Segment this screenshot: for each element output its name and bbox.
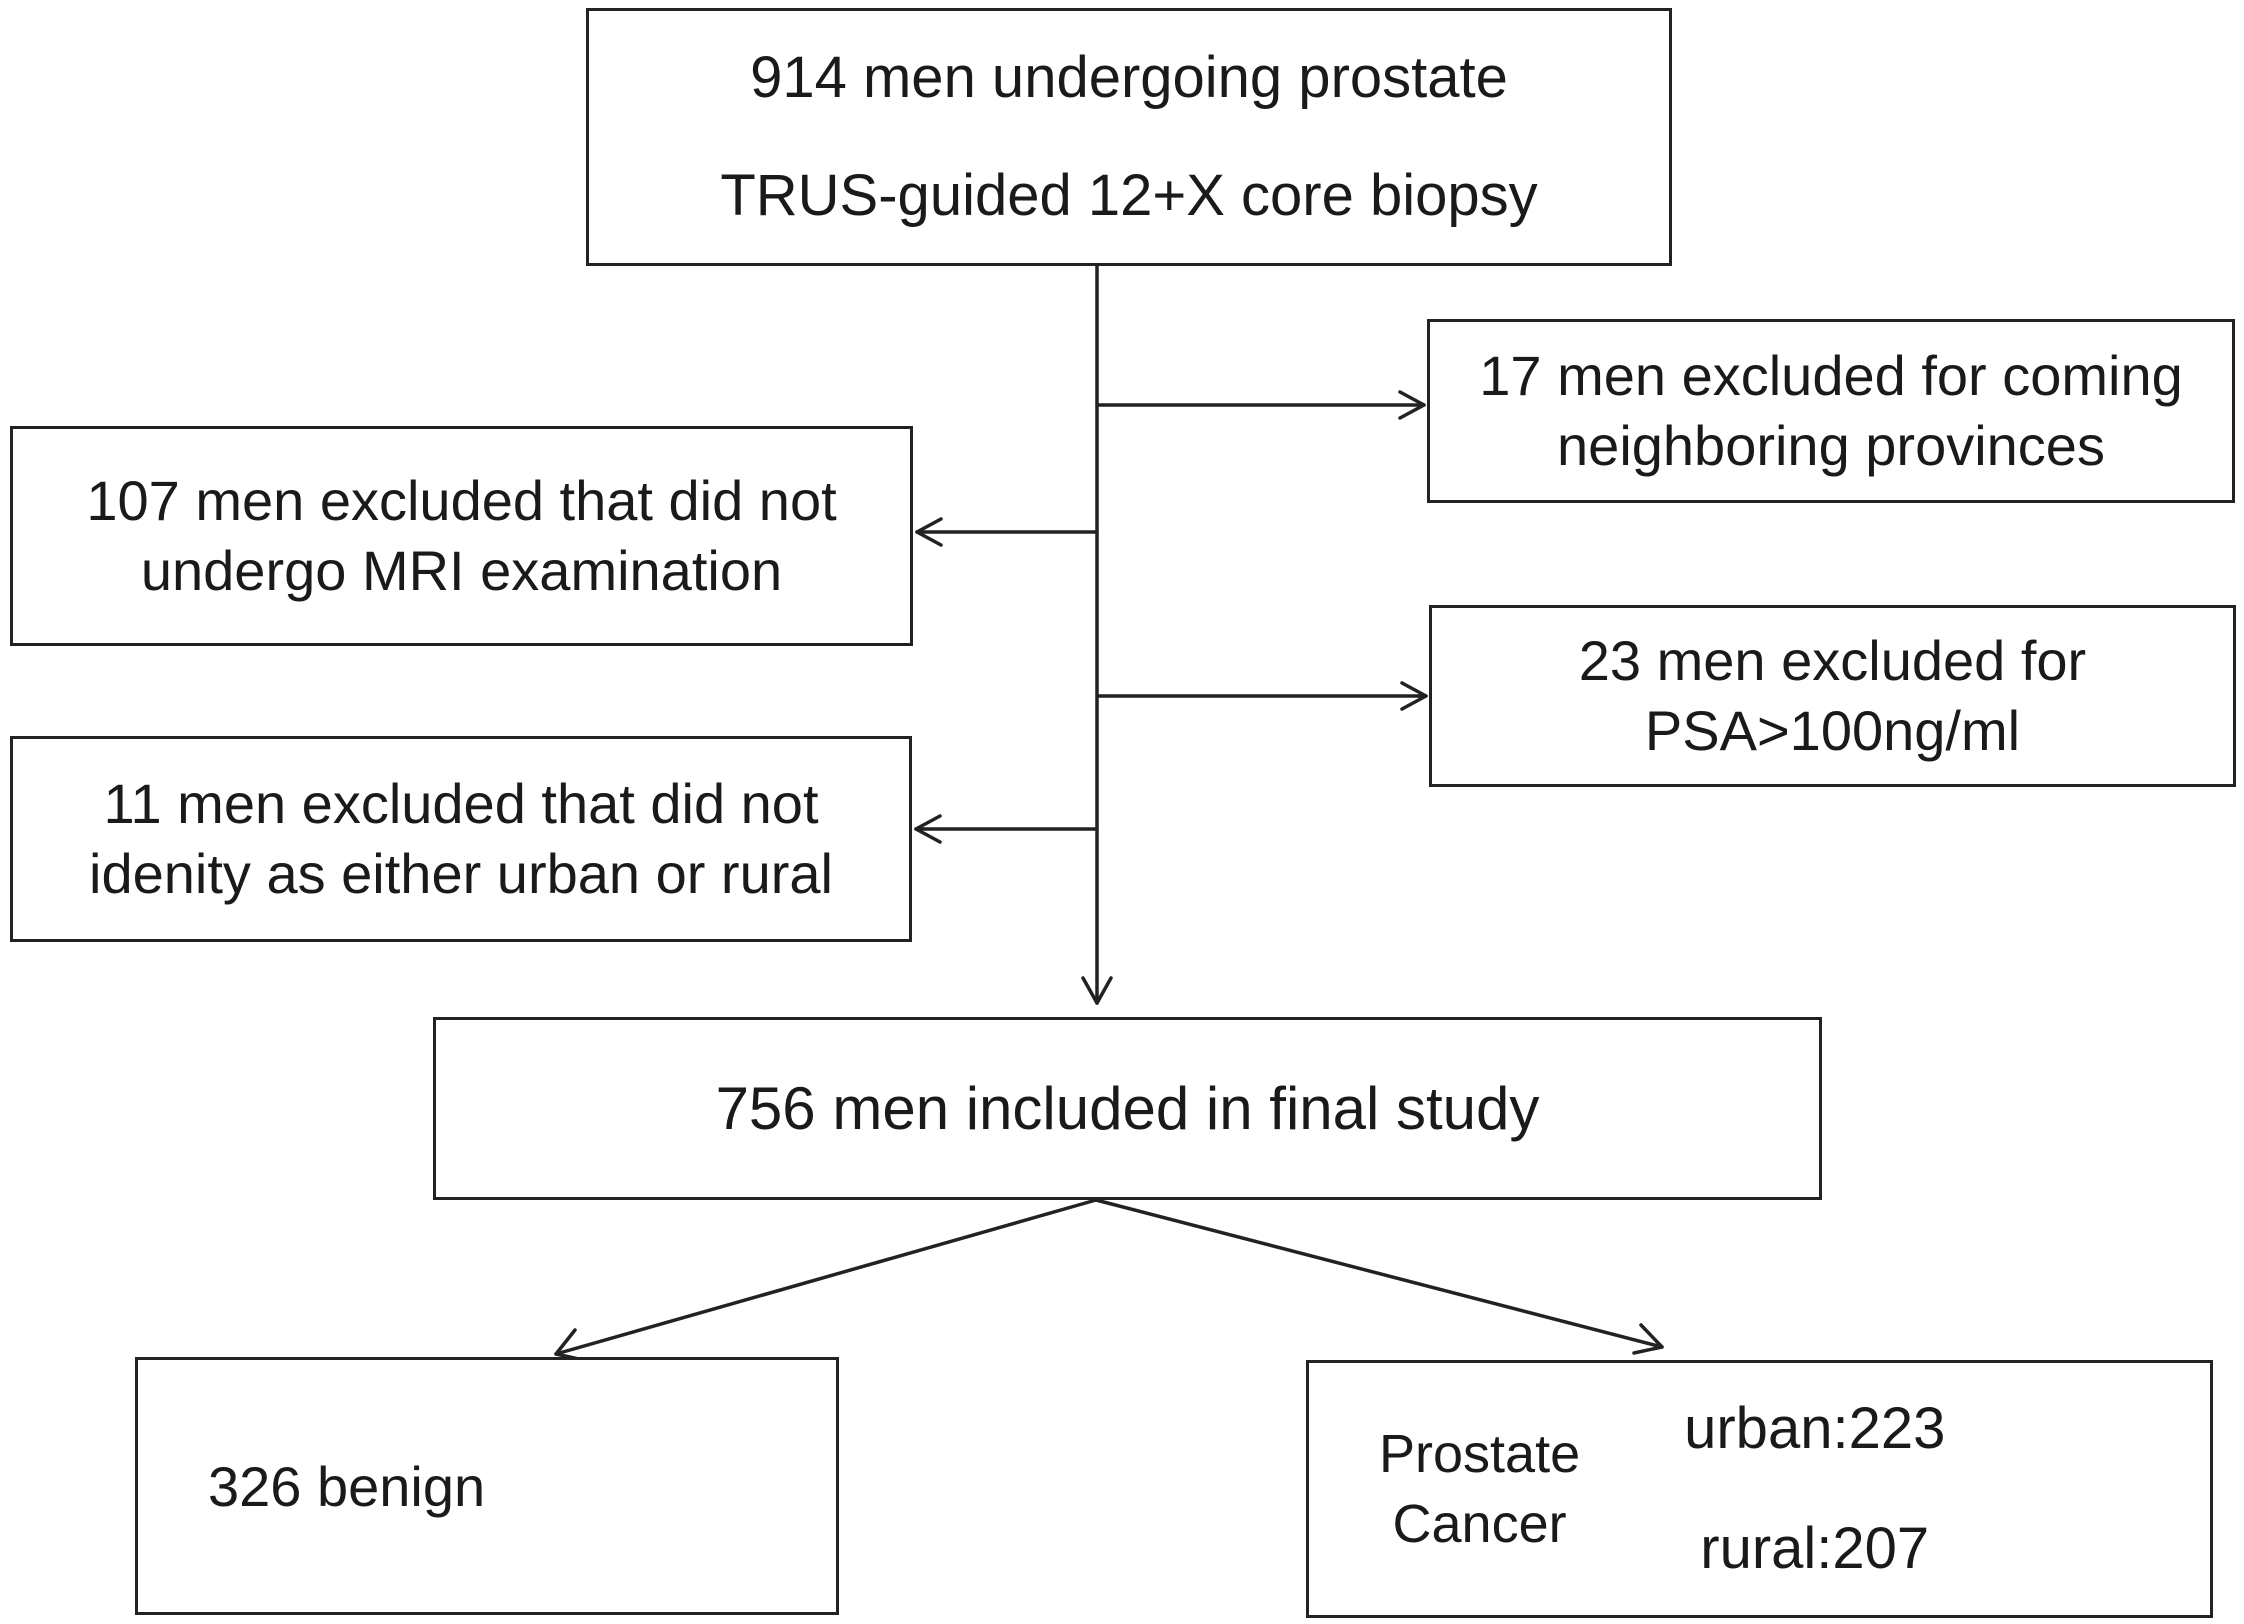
- exclusion-provinces-line-1: 17 men excluded for coming: [1479, 344, 2183, 407]
- exclusion-psa-line-2: PSA>100ng/ml: [1644, 699, 2021, 762]
- final-study-text: 756 men included in final study: [715, 1075, 1540, 1142]
- exclusion-mri-box: 107 men excluded that did not undergo MR…: [10, 426, 913, 646]
- prostate-cancer-label-line-1: Prostate: [1379, 1424, 1581, 1484]
- final-study-box: 756 men included in final study: [433, 1017, 1822, 1200]
- exclusion-identity-box: 11 men excluded that did not idenity as …: [10, 736, 912, 942]
- exclusion-mri-line-2: undergo MRI examination: [140, 539, 783, 602]
- start-line-2: TRUS-guided 12+X core biopsy: [720, 163, 1538, 228]
- exclusion-identity-line-1: 11 men excluded that did not: [103, 772, 819, 835]
- arrowhead-to-psa: [1400, 681, 1428, 711]
- arrowhead-to-provinces: [1398, 390, 1426, 420]
- prostate-cancer-box: Prostate Cancer urban:223 rural:207: [1306, 1360, 2213, 1618]
- exclusion-psa-box: 23 men excluded for PSA>100ng/ml: [1429, 605, 2236, 787]
- rural-count: rural:207: [1700, 1516, 1930, 1581]
- prostate-cancer-values: urban:223 rural:207: [1684, 1369, 1945, 1609]
- benign-box: 326 benign: [135, 1357, 839, 1615]
- exclusion-mri-line-1: 107 men excluded that did not: [86, 469, 837, 532]
- exclusion-psa-line-1: 23 men excluded for: [1578, 629, 2087, 692]
- arrowhead-to-benign: [554, 1328, 585, 1362]
- arrow-to-benign-line: [554, 1198, 1098, 1356]
- start-box: 914 men undergoing prostate TRUS-guided …: [586, 8, 1672, 266]
- arrowhead-to-cancer: [1632, 1323, 1664, 1355]
- benign-text: 326 benign: [208, 1454, 486, 1518]
- exclusion-identity-line-2: idenity as either urban or rural: [89, 842, 833, 905]
- arrowhead-to-identity: [914, 814, 942, 844]
- arrow-to-cancer-line: [1094, 1198, 1664, 1349]
- exclusion-provinces-box: 17 men excluded for coming neighboring p…: [1427, 319, 2235, 503]
- prostate-cancer-label-line-2: Cancer: [1392, 1494, 1567, 1554]
- arrowhead-to-final: [1081, 976, 1113, 1005]
- exclusion-provinces-line-2: neighboring provinces: [1557, 414, 2105, 477]
- start-line-1: 914 men undergoing prostate: [750, 45, 1508, 110]
- urban-count: urban:223: [1684, 1396, 1946, 1461]
- arrowhead-to-mri: [915, 517, 943, 547]
- prostate-cancer-label: Prostate Cancer: [1379, 1419, 1580, 1559]
